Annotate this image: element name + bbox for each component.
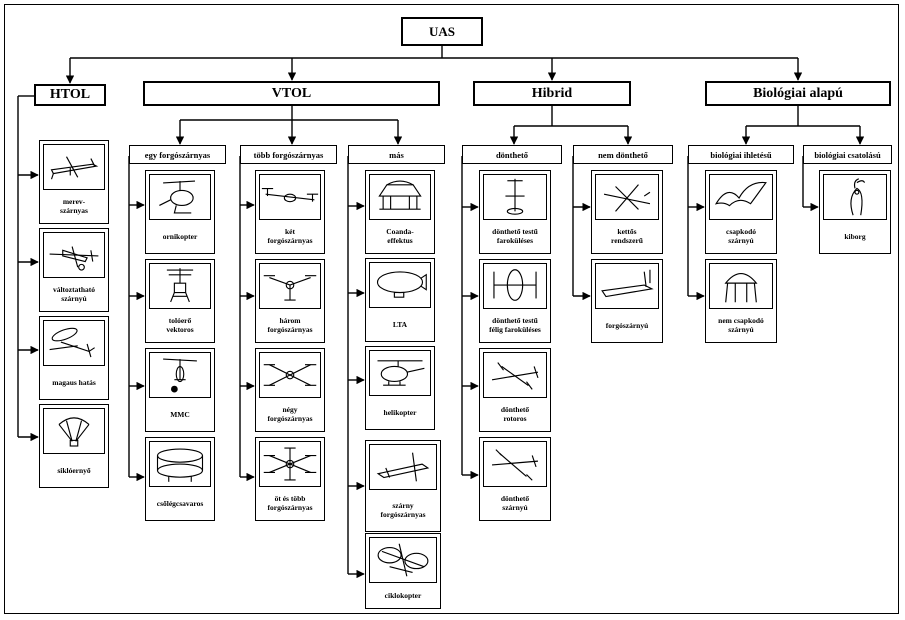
cyborg-insect-icon [823,174,887,220]
leaf-donthető-rotoros: dönthető rotoros [479,348,551,432]
ornithopter-icon [149,174,211,220]
subcategory-egy-forgoszarnyas: egy forgószárnyas [129,145,226,164]
leaf-toloero-vektoros: tolóerő vektoros [145,259,215,343]
leaf-csapkodo-szarnyu: csapkodó szárnyú [705,170,777,254]
leaf-donthető-szarnyu: dönthető szárnyú [479,437,551,521]
diagram-frame [4,4,899,614]
leaf-negy-forgoszarnyas: négy forgószárnyas [255,348,325,432]
leaf-forgoszarnyu: forgószárnyú [591,259,663,343]
bat-icon [709,174,773,220]
subcategory-biologiai-ihletesu: biológiai ihletésű [688,145,794,164]
jellyfish-icon [709,263,773,309]
leaf-helikopter: helikopter [365,346,435,430]
leaf-kettos-rendszeru: kettős rendszerű [591,170,663,254]
subcategory-tobb-forgoszarnyas: több forgószárnyas [240,145,337,164]
single-rotor-drone-icon [149,352,211,398]
fixed-wing-plane-icon [43,144,105,190]
paraglider-icon [43,408,105,454]
helicopter-icon [369,350,431,396]
leaf-nem-csapkodo-szarnyu: nem csapkodó szárnyú [705,259,777,343]
tricopter-icon [259,263,321,309]
leaf-ot-es-tobb-forgoszarnyas: öt és több forgószárnyas [255,437,325,521]
bicopter-icon [259,174,321,220]
category-htol: HTOL [34,84,106,106]
leaf-coanda-effektus: Coanda- effektus [365,170,435,254]
ducted-rotor-icon [149,441,211,487]
leaf-csolegcsavaros: csőlégcsavaros [145,437,215,521]
subcategory-nem-donthető: nem dönthető [573,145,673,164]
partial-tailsitter-icon [483,263,547,309]
leaf-harom-forgoszarnyas: három forgószárnyas [255,259,325,343]
subcategory-mas: más [348,145,445,164]
category-vtol: VTOL [143,81,440,106]
variable-wing-plane-icon [43,232,105,278]
rotary-wing-aircraft-icon [595,263,659,309]
quadcopter-icon [259,352,321,398]
subcategory-donthető: dönthető [462,145,562,164]
dual-system-aircraft-icon [595,174,659,220]
coaxial-helicopter-icon [149,263,211,309]
leaf-ciklokopter: ciklokopter [365,533,441,609]
leaf-donthető-testu-farokuleses: dönthető testű faroküléses [479,170,551,254]
leaf-ornikopter: ornikopter [145,170,215,254]
leaf-magaus-hatas: magaus hatás [39,316,109,400]
leaf-sikloerny: siklóernyő [39,404,109,488]
leaf-szarny-forgoszarnyas: szárny forgószárnyas [365,440,441,532]
tiltwing-icon [483,441,547,487]
leaf-mmc: MMC [145,348,215,432]
category-biologiai: Biológiai alapú [705,81,891,106]
multicopter-icon [259,441,321,487]
rotor-wing-aircraft-icon [369,444,437,490]
root-node: UAS [401,17,483,46]
subcategory-biologiai-csatolasu: biológiai csatolású [803,145,892,164]
leaf-ket-forgoszarnyas: két forgószárnyas [255,170,325,254]
leaf-kiborg: kiborg [819,170,891,254]
coanda-drone-icon [369,174,431,220]
leaf-lta: LTA [365,258,435,342]
leaf-valtoztathato-szarnyu: változtatható szárnyú [39,228,109,312]
category-hibrid: Hibrid [473,81,631,106]
tailsitter-icon [483,174,547,220]
cyclocopter-icon [369,537,437,583]
tiltrotor-icon [483,352,547,398]
leaf-merev-szarnyas: merev- szárnyas [39,140,109,224]
leaf-donthető-testu-felig-farokuleses: dönthető testű félig faroküléses [479,259,551,343]
airship-icon [369,262,431,308]
ducted-fan-plane-icon [43,320,105,366]
